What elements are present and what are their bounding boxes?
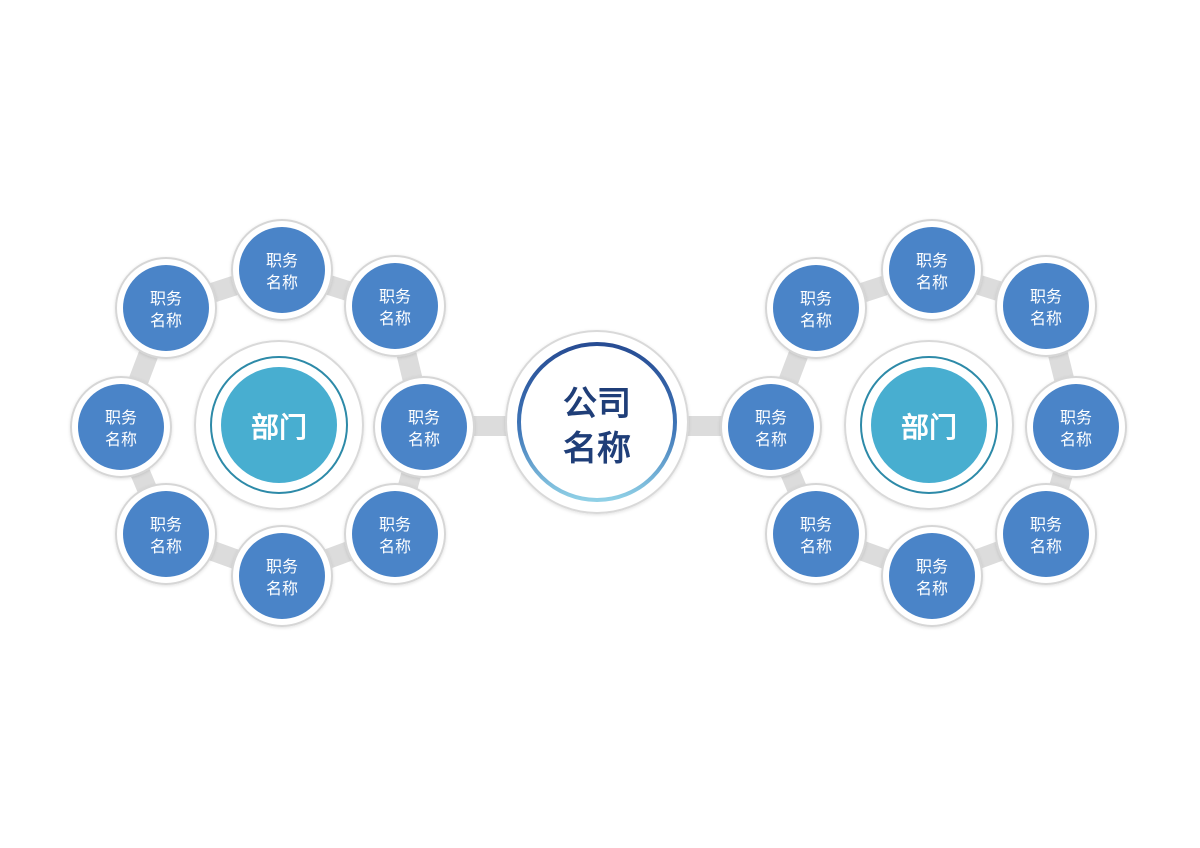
position-fill (1003, 263, 1089, 349)
connector-left (470, 416, 510, 436)
position-fill (773, 265, 859, 351)
position-fill (889, 533, 975, 619)
position-label-line1: 职务 (916, 557, 948, 576)
company-connectors (470, 416, 726, 436)
position-label-line1: 职务 (1060, 408, 1092, 427)
position-fill (352, 491, 438, 577)
position-fill (239, 533, 325, 619)
position-label-line2: 名称 (105, 430, 137, 449)
position-label-line1: 职务 (150, 289, 182, 308)
position-label-line1: 职务 (1030, 287, 1062, 306)
department-label: 部门 (251, 411, 307, 444)
position-label-line1: 职务 (800, 515, 832, 534)
position-label-line2: 名称 (379, 537, 411, 556)
position-label-line1: 职务 (105, 408, 137, 427)
company-node[interactable]: 公司 名称 (505, 330, 689, 514)
position-label-line2: 名称 (916, 579, 948, 598)
position-label-line2: 名称 (408, 430, 440, 449)
position-label-line2: 名称 (150, 537, 182, 556)
position-label-line2: 名称 (266, 273, 298, 292)
department-label: 部门 (901, 411, 957, 444)
position-fill (1033, 384, 1119, 470)
position-label-line2: 名称 (800, 537, 832, 556)
position-label-line2: 名称 (755, 430, 787, 449)
position-label-line2: 名称 (266, 579, 298, 598)
position-label-line1: 职务 (266, 557, 298, 576)
position-label-line1: 职务 (150, 515, 182, 534)
department-node[interactable]: 部门 (194, 340, 364, 510)
position-label-line2: 名称 (150, 311, 182, 330)
position-fill (1003, 491, 1089, 577)
position-label-line2: 名称 (379, 309, 411, 328)
position-fill (381, 384, 467, 470)
position-label-line1: 职务 (266, 251, 298, 270)
department-node[interactable]: 部门 (844, 340, 1014, 510)
company-gradient-ring (517, 342, 677, 502)
position-label-line1: 职务 (379, 287, 411, 306)
position-label-line2: 名称 (1030, 537, 1062, 556)
position-label-line2: 名称 (800, 311, 832, 330)
department-groups: 部门职务名称职务名称职务名称职务名称职务名称职务名称职务名称职务名称部门职务名称… (70, 219, 1127, 627)
position-fill (123, 265, 209, 351)
position-fill (773, 491, 859, 577)
position-label-line1: 职务 (379, 515, 411, 534)
position-label-line2: 名称 (1060, 430, 1092, 449)
position-fill (78, 384, 164, 470)
connector-right (686, 416, 726, 436)
position-fill (123, 491, 209, 577)
position-label-line1: 职务 (408, 408, 440, 427)
position-label-line2: 名称 (1030, 309, 1062, 328)
company-name-line1: 公司 (563, 384, 631, 424)
department-fill (871, 367, 987, 483)
position-label-line1: 职务 (916, 251, 948, 270)
position-fill (728, 384, 814, 470)
department-fill (221, 367, 337, 483)
position-label-line1: 职务 (755, 408, 787, 427)
position-label-line2: 名称 (916, 273, 948, 292)
position-label-line1: 职务 (1030, 515, 1062, 534)
position-label-line1: 职务 (800, 289, 832, 308)
position-fill (352, 263, 438, 349)
company-name-line2: 名称 (563, 429, 631, 469)
position-fill (889, 227, 975, 313)
position-fill (239, 227, 325, 313)
